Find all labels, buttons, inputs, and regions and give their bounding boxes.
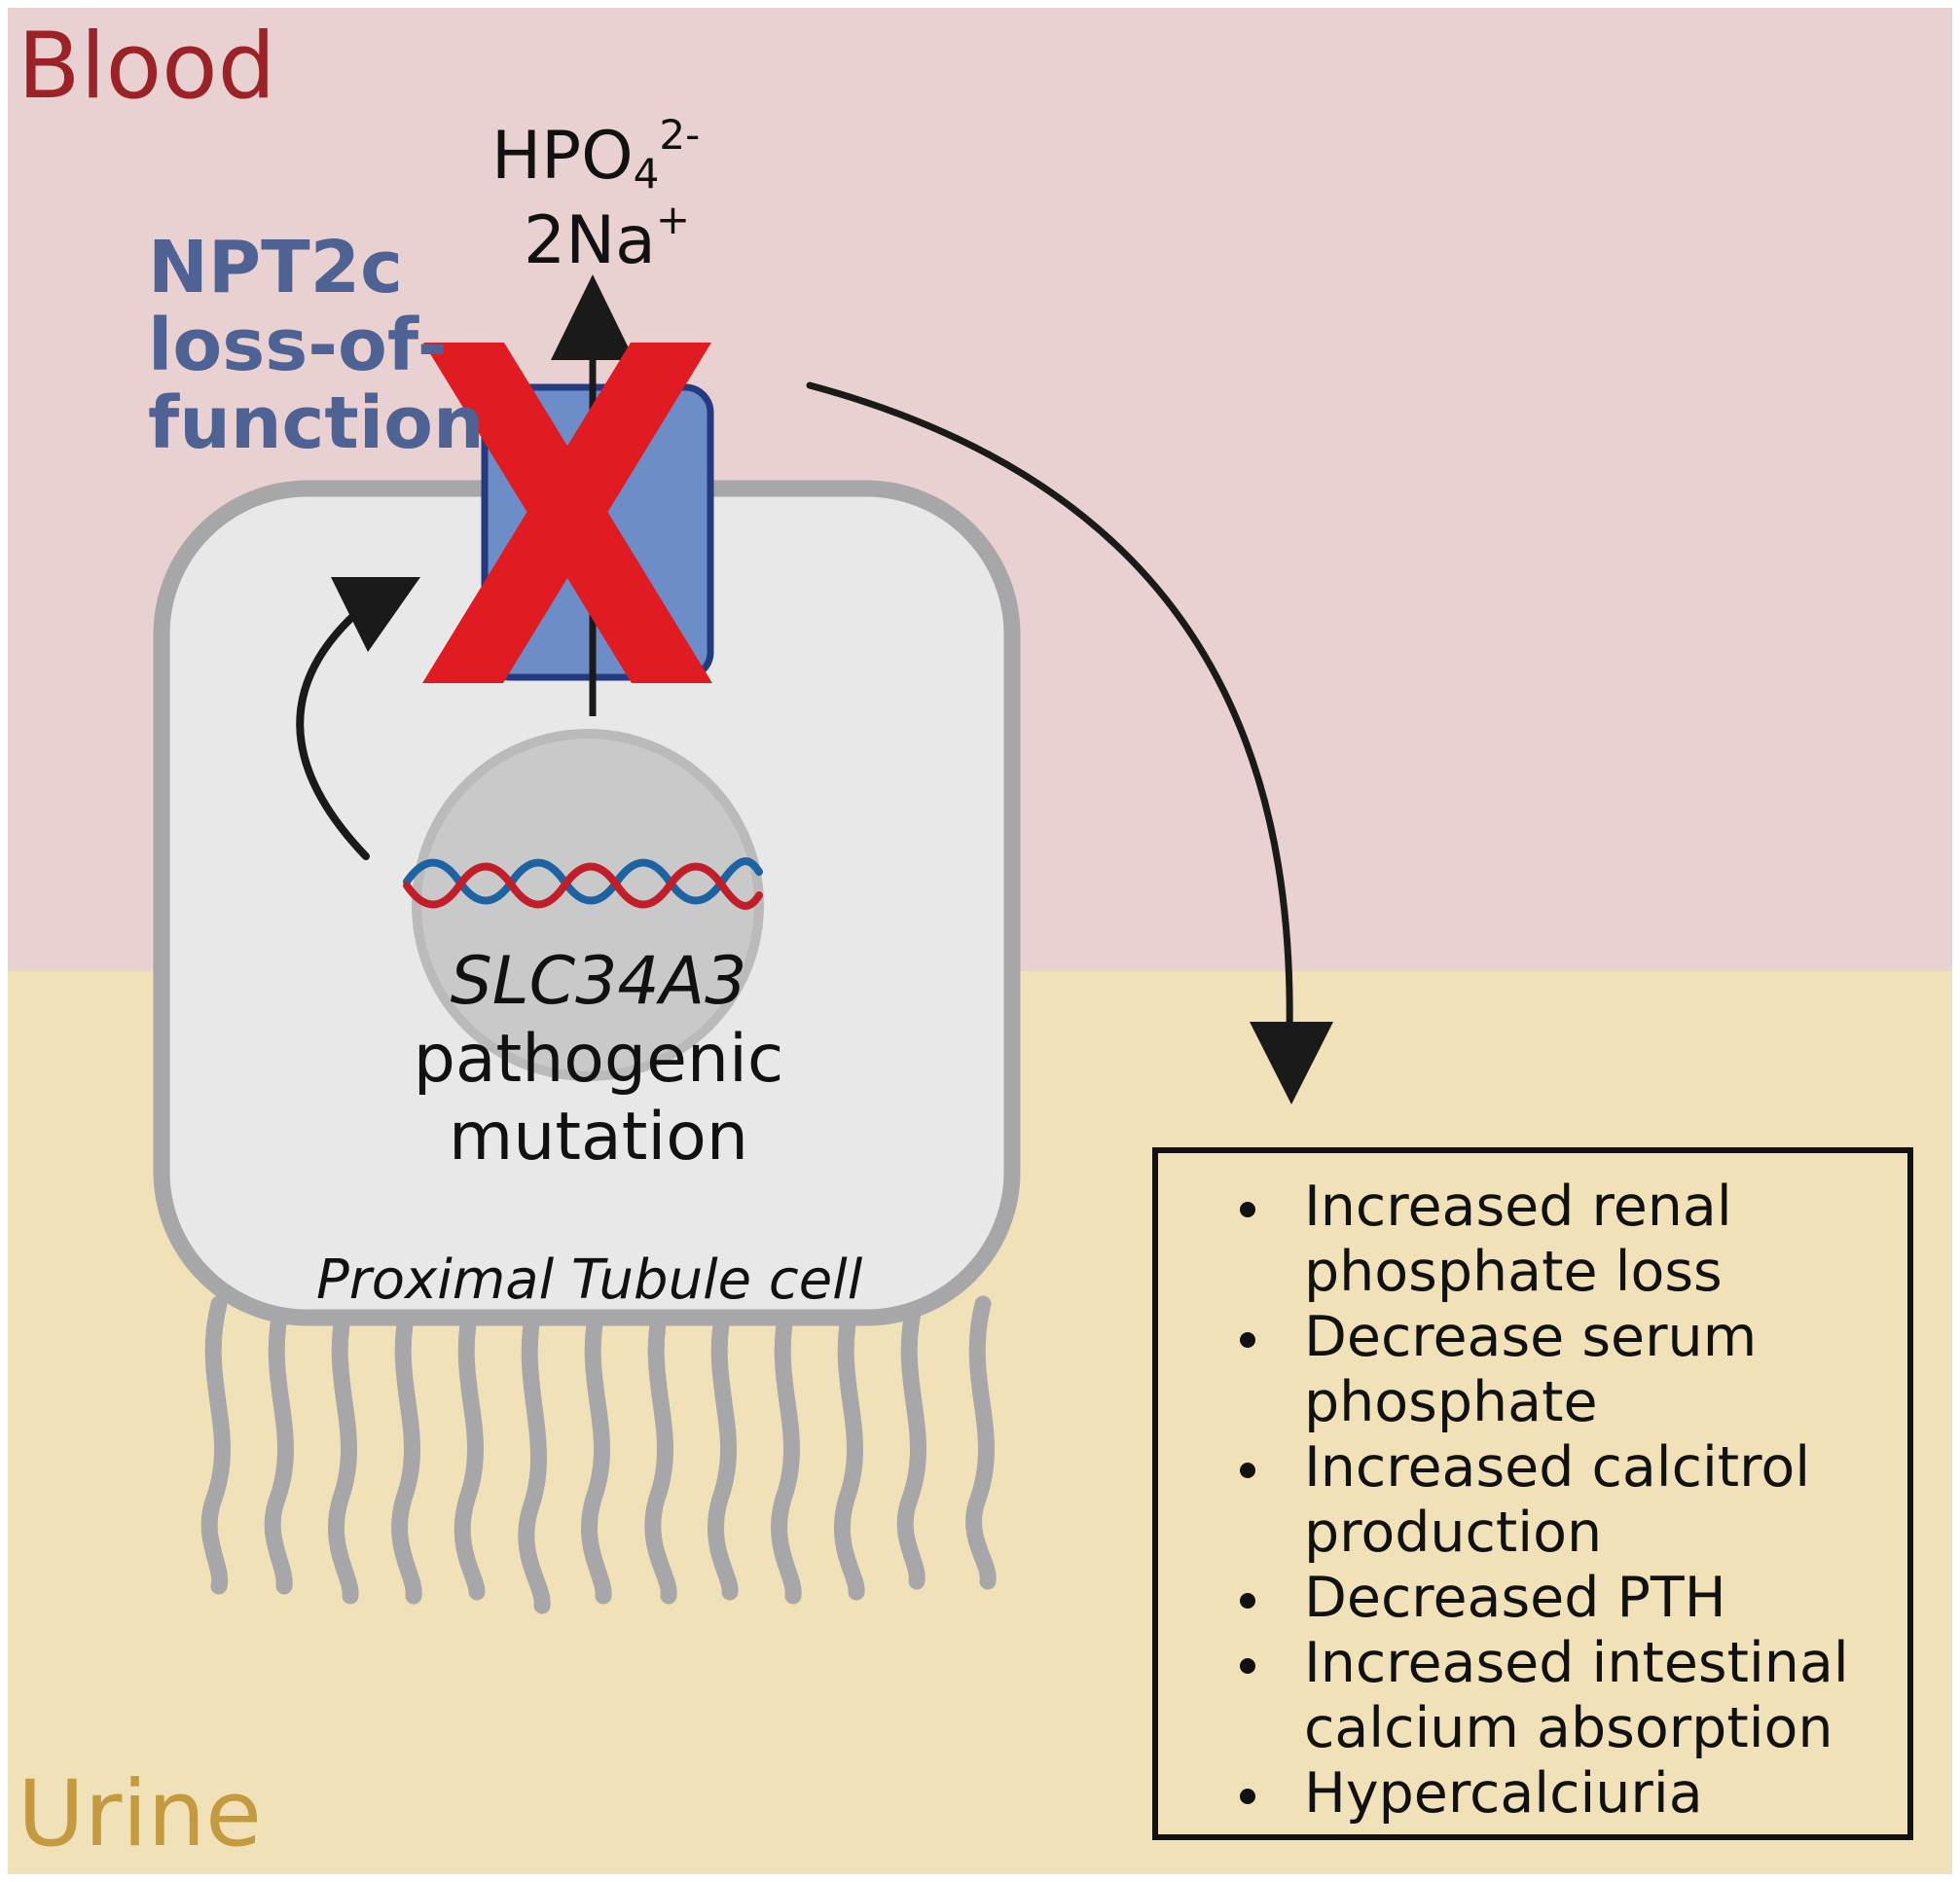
effect-item: Increased renal phosphate loss xyxy=(1240,1175,1907,1305)
effect-item: Decreased PTH xyxy=(1240,1566,1907,1631)
cell-label: Proximal Tubule cell xyxy=(316,1249,863,1312)
expression-arrowhead-icon xyxy=(331,577,420,652)
sodium-ion-label: 2Na+ xyxy=(524,199,690,274)
effect-item: Increased calcitrol production xyxy=(1240,1435,1907,1566)
gene-description-line: mutation xyxy=(449,1099,748,1176)
sodium-ion-charge: + xyxy=(655,196,691,243)
consequence-arrow xyxy=(806,381,1293,1035)
transport-arrowhead-icon xyxy=(551,274,635,360)
phosphate-ion-base: HPO xyxy=(491,118,634,195)
loss-of-function-cross-icon xyxy=(422,343,712,683)
effect-item: Increased intestinal calcium absorption xyxy=(1240,1631,1907,1761)
nucleus xyxy=(412,729,764,1081)
transporter-label-line: function xyxy=(148,381,485,465)
gene-name: SLC34A3 xyxy=(450,943,747,1020)
transporter-label-line: NPT2c xyxy=(148,226,403,309)
effects-box: Increased renal phosphate loss Decrease … xyxy=(1152,1147,1913,1840)
urine-label: Urine xyxy=(18,1761,262,1867)
effect-item: Decrease serum phosphate xyxy=(1240,1305,1907,1435)
expression-arrow xyxy=(296,597,374,860)
dna-helix-icon xyxy=(403,857,763,910)
transporter-label-line: loss-of- xyxy=(148,304,448,387)
sodium-ion-base: 2Na xyxy=(524,202,656,279)
phosphate-ion-subscript: 4 xyxy=(633,150,660,198)
effect-item: Hypercalciuria xyxy=(1240,1761,1907,1827)
gene-description-line: pathogenic xyxy=(413,1021,784,1098)
blood-label: Blood xyxy=(18,14,276,120)
phosphate-ion-charge: 2- xyxy=(659,111,701,159)
microvilli xyxy=(200,1295,997,1614)
effects-list: Increased renal phosphate loss Decrease … xyxy=(1158,1153,1907,1827)
consequence-arrowhead-icon xyxy=(1250,1022,1333,1104)
phosphate-ion-label: HPO42- xyxy=(491,115,700,195)
